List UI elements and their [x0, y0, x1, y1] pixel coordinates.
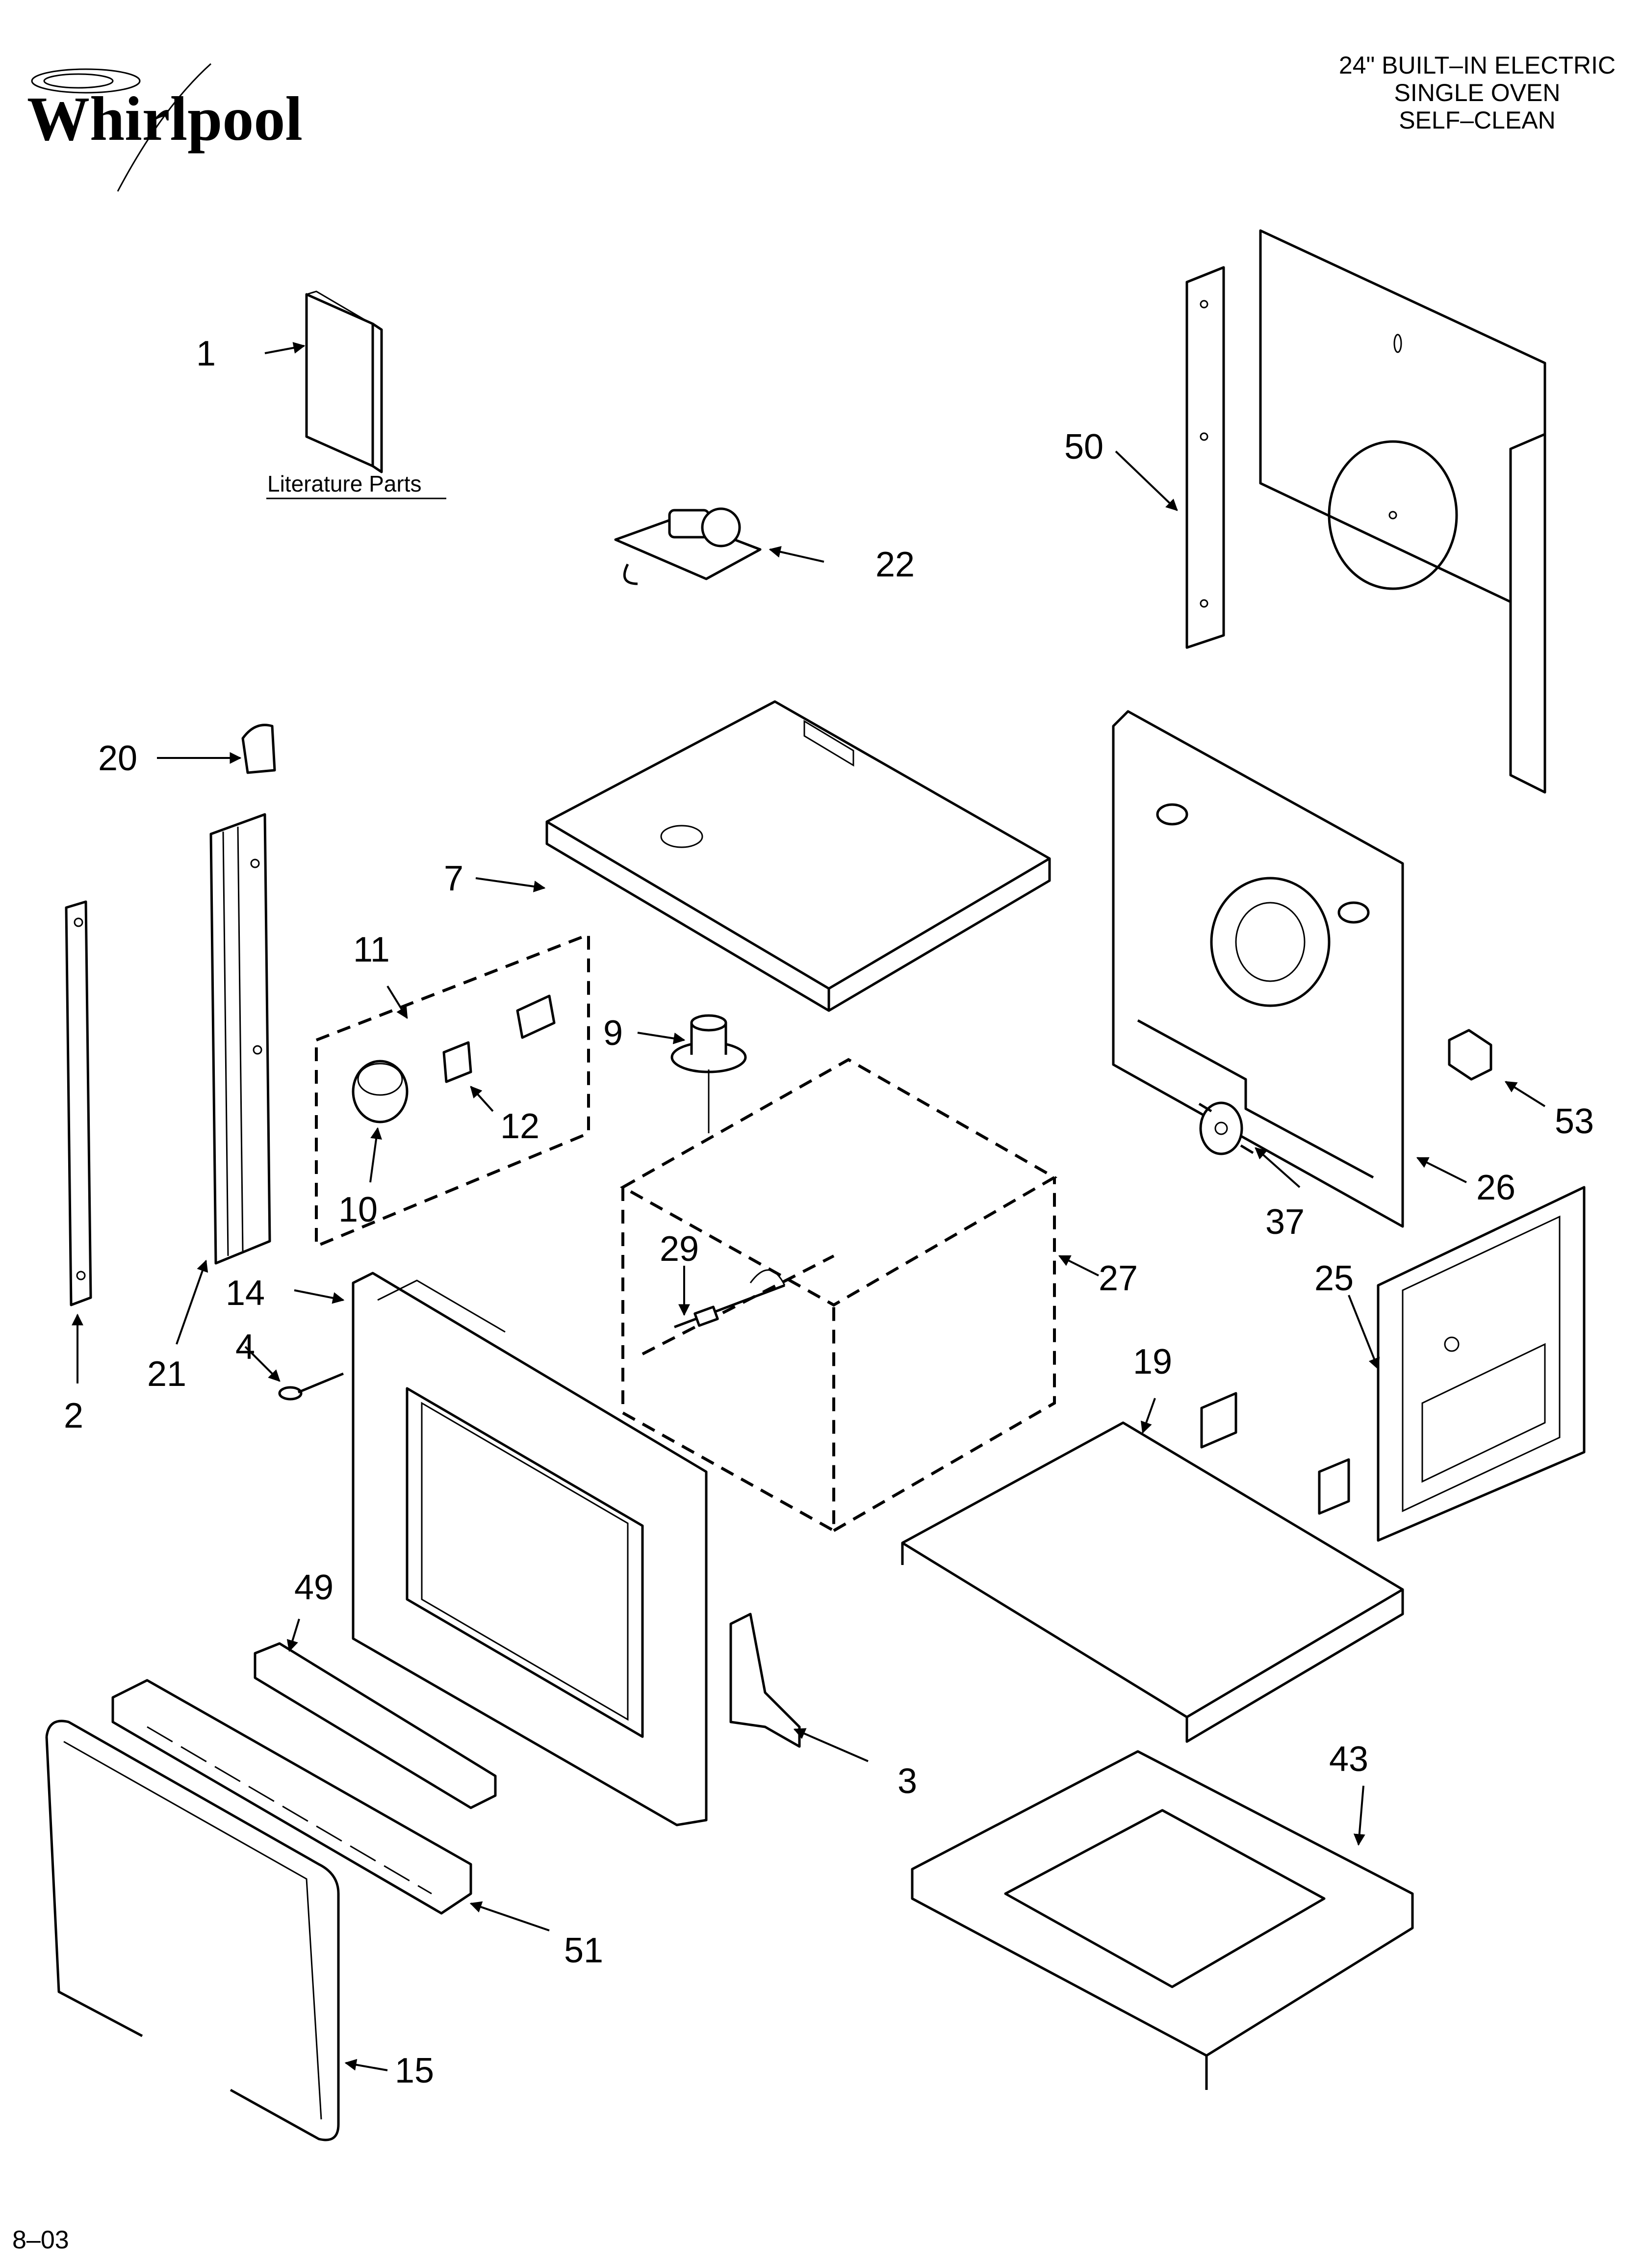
- leader-12: [470, 1086, 494, 1112]
- part-small-bracket: [1448, 1029, 1492, 1081]
- callout-14: 14: [226, 1274, 265, 1313]
- part-literature: [305, 290, 383, 473]
- logo-text: Whirlpool: [27, 84, 303, 154]
- callout-15: 15: [395, 2051, 434, 2090]
- whirlpool-logo: Whirlpool: [27, 63, 303, 192]
- leader-19: [1140, 1398, 1156, 1434]
- logo-swirl-outer: [31, 68, 141, 94]
- leader-49: [286, 1618, 300, 1652]
- logo-swirl-tail: [117, 63, 212, 192]
- header-line-1: 24" BUILT–IN ELECTRIC: [1339, 52, 1616, 79]
- leader-37: [1255, 1147, 1301, 1188]
- part-temp-sensor: [674, 1269, 786, 1329]
- leader-50: [1115, 450, 1178, 511]
- header-title: 24" BUILT–IN ELECTRIC SINGLE OVEN SELF–C…: [1339, 52, 1616, 134]
- literature-parts-label: Literature Parts: [267, 471, 421, 496]
- callout-20: 20: [98, 739, 137, 778]
- callout-37: 37: [1265, 1202, 1305, 1242]
- leader-22: [769, 546, 824, 563]
- callout-26: 26: [1476, 1168, 1515, 1207]
- callout-51: 51: [564, 1931, 603, 1970]
- callout-3: 3: [898, 1762, 917, 1801]
- logo-swirl-inner: [43, 73, 114, 89]
- callout-22: 22: [875, 545, 915, 584]
- leader-51: [469, 1901, 550, 1931]
- callout-29: 29: [660, 1229, 699, 1269]
- leader-11: [386, 985, 408, 1019]
- callout-10: 10: [338, 1190, 378, 1229]
- leader-7: [475, 877, 546, 892]
- leader-26: [1416, 1157, 1467, 1183]
- callout-27: 27: [1099, 1259, 1138, 1298]
- callout-7: 7: [444, 859, 463, 898]
- part-oven-cavity: [619, 1058, 1058, 1534]
- callout-9: 9: [603, 1014, 623, 1053]
- part-trim-strip: [65, 900, 92, 1306]
- part-gasket: [670, 1014, 747, 1133]
- callout-2: 2: [64, 1396, 83, 1435]
- part-top-cover: [545, 700, 1051, 1012]
- part-thermal-disc: [1198, 1101, 1254, 1155]
- header-line-2: SINGLE OVEN: [1394, 79, 1561, 106]
- callout-50: 50: [1064, 427, 1103, 467]
- leader-25: [1348, 1295, 1380, 1370]
- part-rear-wall: [1112, 710, 1404, 1228]
- leader-14: [294, 1289, 345, 1304]
- part-bottom-tray: [911, 1750, 1414, 2090]
- part-latch-assembly: [614, 507, 762, 585]
- leader-53: [1504, 1081, 1546, 1107]
- callout-12: 12: [500, 1107, 539, 1146]
- leader-21: [176, 1259, 208, 1345]
- header-line-3: SELF–CLEAN: [1399, 106, 1556, 134]
- leader-3: [793, 1728, 869, 1762]
- part-vent-grille: [111, 1679, 472, 1915]
- leader-43: [1353, 1785, 1365, 1846]
- part-front-frame: [352, 1272, 708, 1826]
- leader-1: [264, 342, 306, 354]
- part-screw: [278, 1372, 344, 1401]
- part-side-trim: [209, 813, 271, 1265]
- callout-19: 19: [1133, 1342, 1172, 1382]
- callout-53: 53: [1555, 1102, 1594, 1141]
- callout-21: 21: [147, 1355, 186, 1394]
- callout-43: 43: [1329, 1740, 1368, 1779]
- part-vent-trim: [254, 1642, 497, 1809]
- leader-10: [369, 1127, 382, 1183]
- callout-1: 1: [196, 334, 216, 373]
- part-bottom-shelf: [901, 1392, 1404, 1743]
- part-side-panel: [1377, 1186, 1586, 1542]
- leader-15: [344, 2059, 388, 2071]
- leader-9: [637, 1032, 686, 1044]
- part-trim-cap: [241, 724, 276, 774]
- leader-27: [1058, 1255, 1099, 1277]
- part-rear-panel: [1185, 229, 1546, 794]
- part-lamp-assembly-group: [315, 932, 590, 1249]
- callout-4: 4: [235, 1328, 255, 1367]
- part-mount-bracket: [729, 1613, 801, 1748]
- callout-11: 11: [353, 930, 390, 969]
- part-door-gasket: [45, 1720, 340, 2141]
- footer-code: 8–03: [12, 2226, 69, 2254]
- leader-4: [244, 1346, 281, 1382]
- callout-49: 49: [294, 1568, 334, 1607]
- callout-25: 25: [1314, 1259, 1354, 1298]
